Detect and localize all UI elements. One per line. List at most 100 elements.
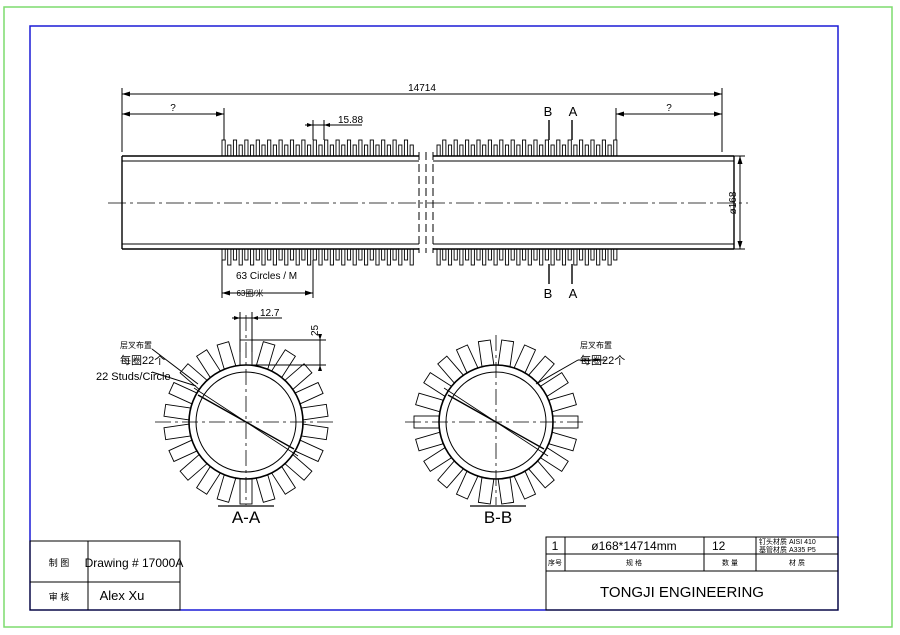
stud bbox=[267, 139, 272, 157]
tb-left-row1-value: Drawing # 17000A bbox=[85, 556, 184, 570]
stud bbox=[329, 248, 334, 266]
stud bbox=[539, 144, 544, 157]
stud bbox=[301, 139, 306, 157]
stud bbox=[341, 248, 346, 266]
stud bbox=[601, 248, 606, 261]
stud bbox=[289, 248, 295, 261]
stud bbox=[289, 139, 295, 157]
circles-per-m-label: 63 Circles / M bbox=[236, 271, 297, 282]
stud bbox=[295, 248, 300, 266]
stud bbox=[255, 248, 260, 261]
stud bbox=[386, 248, 391, 266]
stud bbox=[544, 248, 549, 261]
stud bbox=[476, 139, 481, 157]
stud bbox=[470, 144, 475, 157]
stud bbox=[482, 144, 487, 157]
stud bbox=[346, 248, 352, 261]
stud bbox=[561, 248, 567, 266]
stud bbox=[221, 248, 226, 261]
stud bbox=[272, 144, 277, 157]
stud bbox=[364, 144, 369, 157]
stud bbox=[369, 139, 374, 157]
stud bbox=[465, 248, 470, 261]
stud bbox=[548, 392, 577, 413]
stud bbox=[527, 144, 532, 157]
stud bbox=[510, 139, 515, 157]
diameter-label: ø168 bbox=[728, 191, 739, 214]
stud bbox=[301, 403, 329, 421]
stud bbox=[482, 248, 487, 266]
annotation-right-cn-2: 每圈22个 bbox=[580, 353, 625, 367]
section-aa-label: A-A bbox=[232, 508, 261, 527]
stud bbox=[573, 144, 578, 157]
stud bbox=[442, 248, 447, 261]
stud bbox=[522, 248, 527, 261]
stud bbox=[548, 431, 577, 452]
stud bbox=[284, 144, 289, 157]
stud bbox=[244, 248, 249, 261]
stud bbox=[527, 248, 532, 266]
stud bbox=[375, 248, 380, 266]
stud bbox=[335, 248, 340, 261]
section-bb-studs bbox=[413, 339, 579, 505]
stud bbox=[459, 144, 464, 157]
stud bbox=[499, 248, 504, 261]
stud bbox=[284, 248, 289, 266]
stud bbox=[352, 144, 357, 157]
stud bbox=[163, 423, 191, 441]
stud bbox=[601, 139, 606, 157]
stud bbox=[447, 144, 453, 157]
stud bbox=[465, 139, 470, 157]
drawing-frame bbox=[29, 25, 839, 611]
stud bbox=[346, 139, 352, 157]
section-mark-b-bottom: B bbox=[544, 286, 553, 301]
stud bbox=[522, 139, 527, 157]
stud bbox=[227, 144, 232, 157]
stud bbox=[442, 139, 447, 157]
stud bbox=[358, 139, 363, 157]
stud bbox=[415, 392, 444, 413]
stud bbox=[358, 248, 363, 261]
stud bbox=[295, 144, 300, 157]
stud bbox=[163, 403, 191, 421]
section-aa bbox=[151, 312, 337, 507]
annotation-left-en: 22 Studs/Circle bbox=[96, 371, 171, 383]
stud bbox=[227, 248, 232, 266]
stud bbox=[567, 139, 572, 157]
stud bbox=[607, 248, 612, 266]
stud bbox=[250, 144, 255, 157]
stud bbox=[278, 139, 283, 157]
end-gap-right-label: ? bbox=[666, 103, 672, 114]
stud bbox=[579, 139, 584, 157]
stud bbox=[539, 248, 544, 266]
stud bbox=[584, 248, 589, 266]
stud bbox=[255, 474, 276, 503]
stud bbox=[533, 139, 538, 157]
title-block-left bbox=[29, 540, 181, 611]
stud bbox=[216, 341, 237, 370]
stud bbox=[250, 248, 255, 266]
tb-qty: 12 bbox=[712, 539, 726, 553]
stud bbox=[497, 339, 515, 367]
stud bbox=[544, 139, 549, 157]
stud-height-label: 25 bbox=[310, 324, 321, 336]
stud bbox=[216, 474, 237, 503]
annotation-left-cn-1: 层叉布置 bbox=[120, 340, 152, 350]
stud bbox=[272, 248, 277, 266]
tb-spec: ø168*14714mm bbox=[591, 539, 676, 553]
stud bbox=[301, 423, 329, 441]
studs-bottom bbox=[221, 248, 618, 266]
stud bbox=[232, 248, 238, 261]
tb-material-line2: 基管材质 A335 P5 bbox=[759, 545, 816, 554]
stud bbox=[335, 139, 340, 157]
stud bbox=[232, 139, 238, 157]
stud bbox=[613, 248, 618, 261]
stud bbox=[312, 248, 317, 261]
pipe-elevation bbox=[108, 88, 748, 298]
stud bbox=[238, 144, 243, 157]
stud bbox=[550, 144, 555, 157]
stud bbox=[590, 139, 595, 157]
stud bbox=[238, 248, 243, 266]
stud-pitch-label: 15.88 bbox=[338, 115, 363, 126]
stud bbox=[493, 248, 498, 266]
